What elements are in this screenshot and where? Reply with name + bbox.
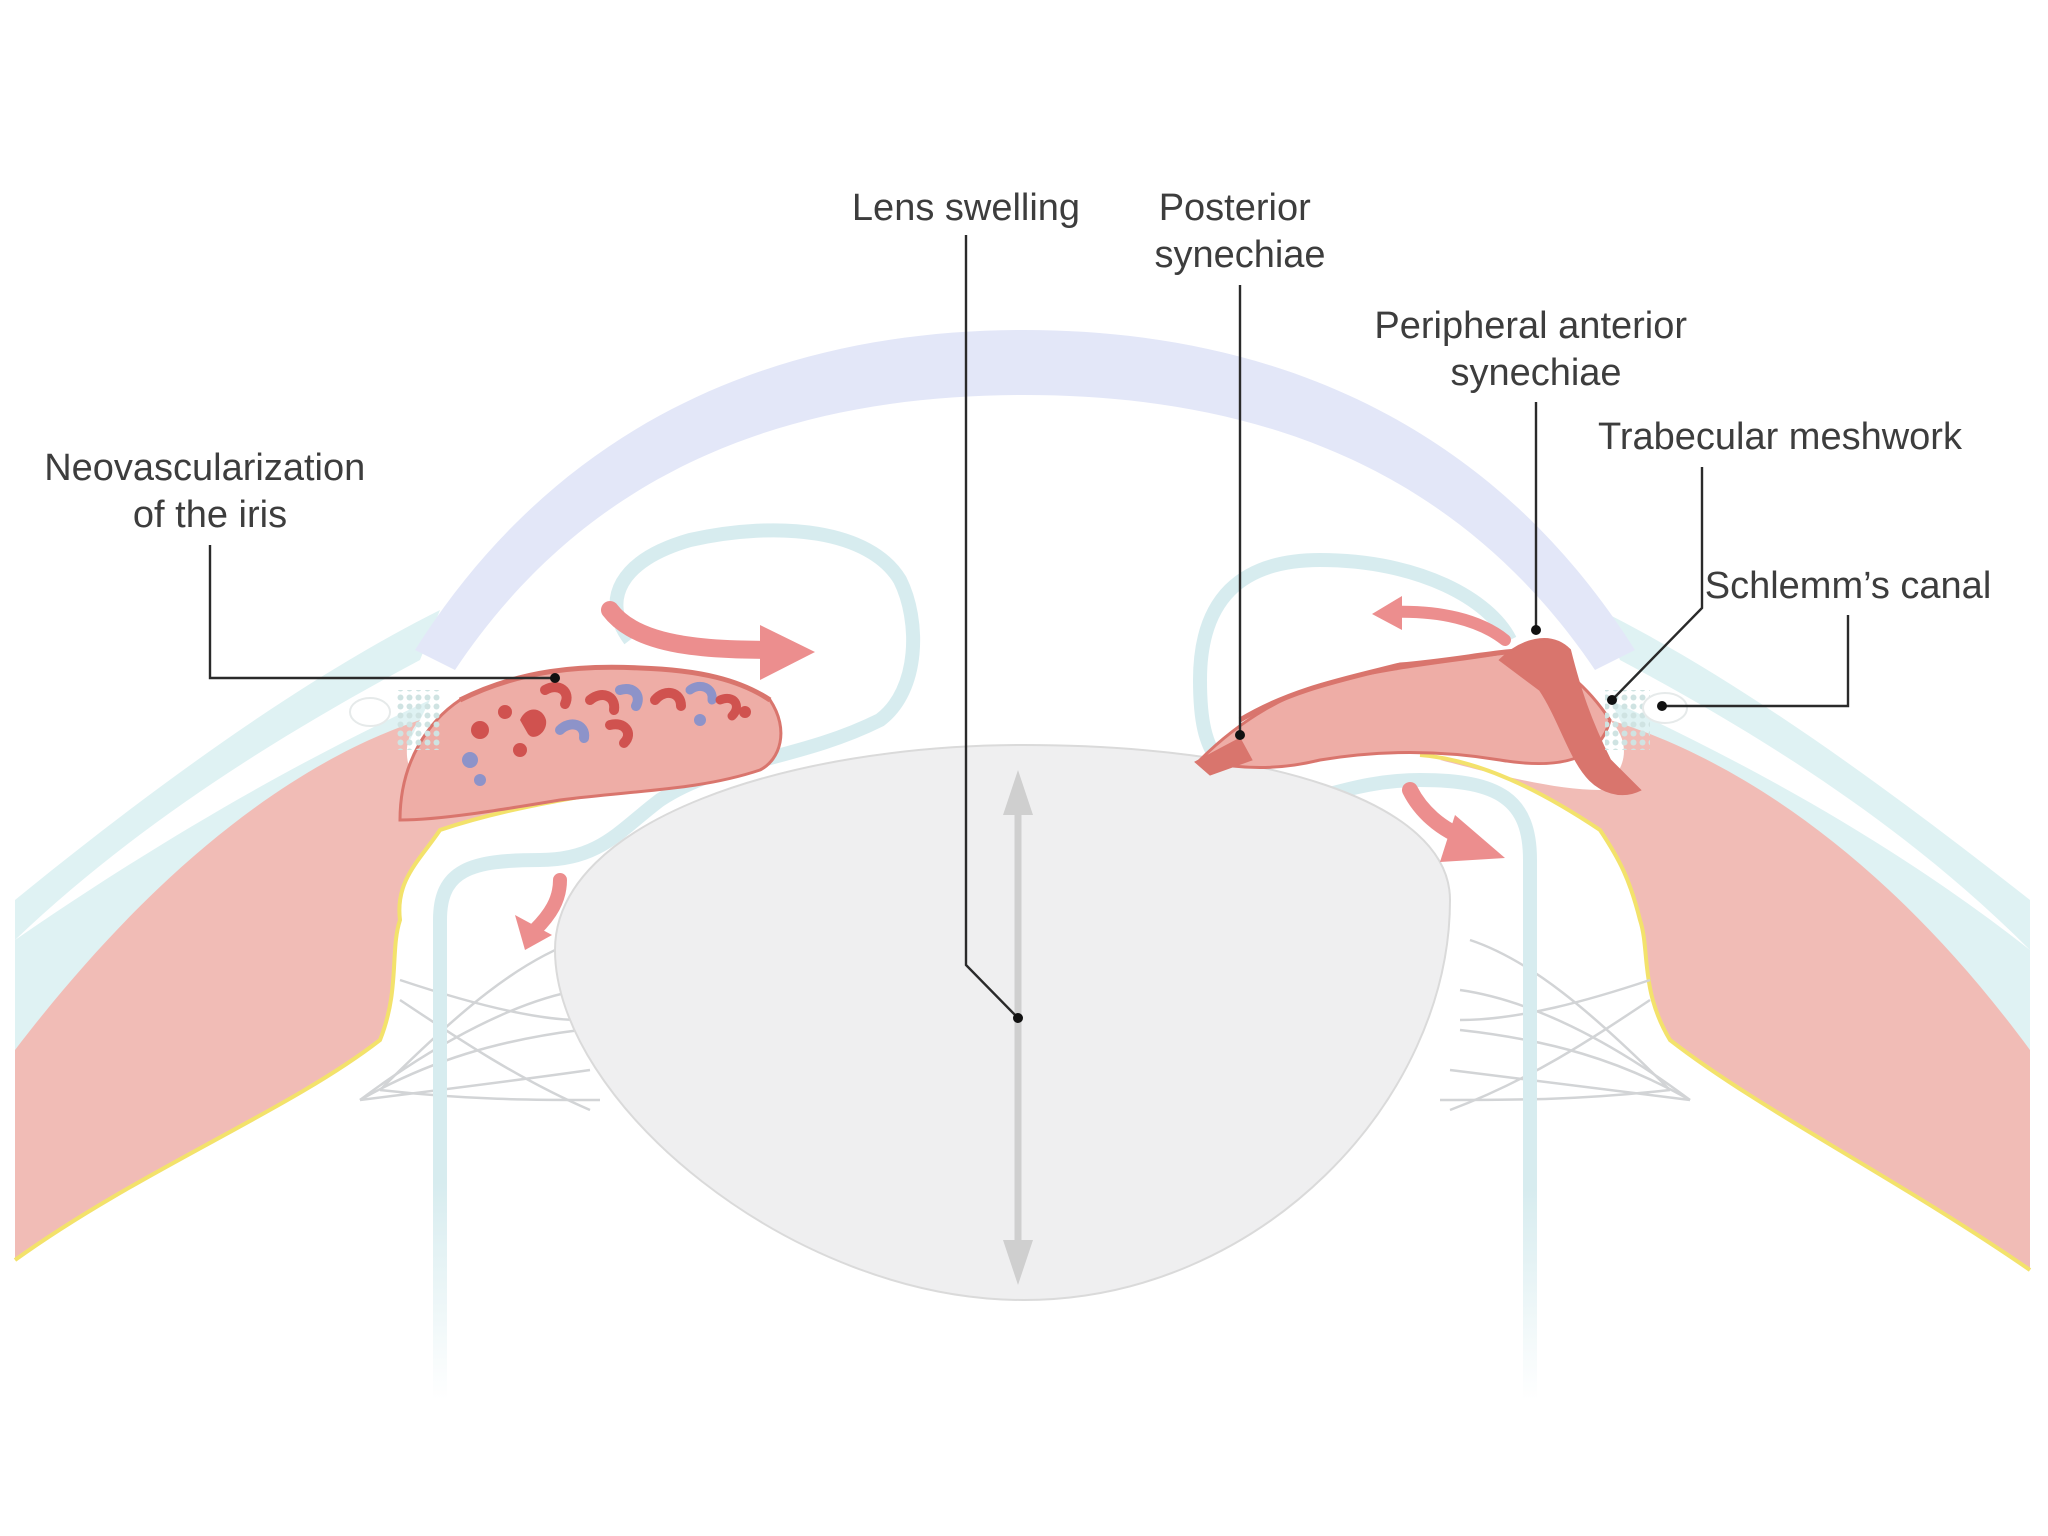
posterior-synechiae-band (1194, 737, 1253, 776)
zonules-left (359, 938, 601, 1112)
ciliary-body-left (15, 720, 600, 1260)
label-trabecular-meshwork: Trabecular meshwork (1598, 416, 1963, 458)
leader-dot (1013, 1013, 1023, 1023)
leader-dot (550, 673, 560, 683)
sclera-right-outer (1600, 610, 2030, 950)
iris-left-edge (458, 664, 772, 703)
flow-arrow-icon (1372, 596, 1511, 646)
pigment-line-right (1419, 753, 2032, 1272)
peripheral-anterior-synechiae-band (1498, 638, 1642, 796)
pigment-line-left (13, 788, 621, 1262)
leader-dot (1235, 730, 1245, 740)
zonules-right (1439, 938, 1691, 1112)
cornea (415, 330, 1635, 670)
iris-right-edge (1238, 647, 1541, 723)
lens (553, 743, 1452, 1302)
leader-dot (1607, 695, 1617, 705)
flow-arrow-icon (601, 601, 815, 680)
ciliary-body-right (1440, 720, 2030, 1270)
label-schlemms-canal: Schlemm’s canal (1705, 565, 1992, 607)
leader-neovascularization (208, 545, 555, 680)
leader-dot (1531, 625, 1541, 635)
schlemms-canal-left (349, 697, 391, 727)
leader-trabecular-meshwork (1611, 467, 1704, 701)
label-posterior-synechiae: Posterior synechiae (1154, 187, 1325, 276)
flow-arrow-icon (1402, 782, 1505, 862)
leader-schlemms-canal (1662, 615, 1850, 708)
sclera-left-outer (15, 610, 440, 940)
flow-arrow-icon (515, 873, 567, 950)
label-peripheral-anterior-synechiae: Peripheral anterior synechiae (1374, 305, 1697, 394)
aqueous-tube-right (1192, 552, 1537, 1400)
trabecular-meshwork-left (395, 690, 440, 750)
leader-lens-swelling (964, 235, 1019, 1019)
leader-dot (1657, 701, 1667, 711)
label-lens-swelling: Lens swelling (852, 187, 1080, 229)
iris-vessels (462, 681, 751, 786)
aqueous-tube-left (433, 523, 921, 1400)
double-arrow-icon (1003, 770, 1033, 1285)
label-neovascularization: Neovascularization of the iris (44, 447, 376, 536)
